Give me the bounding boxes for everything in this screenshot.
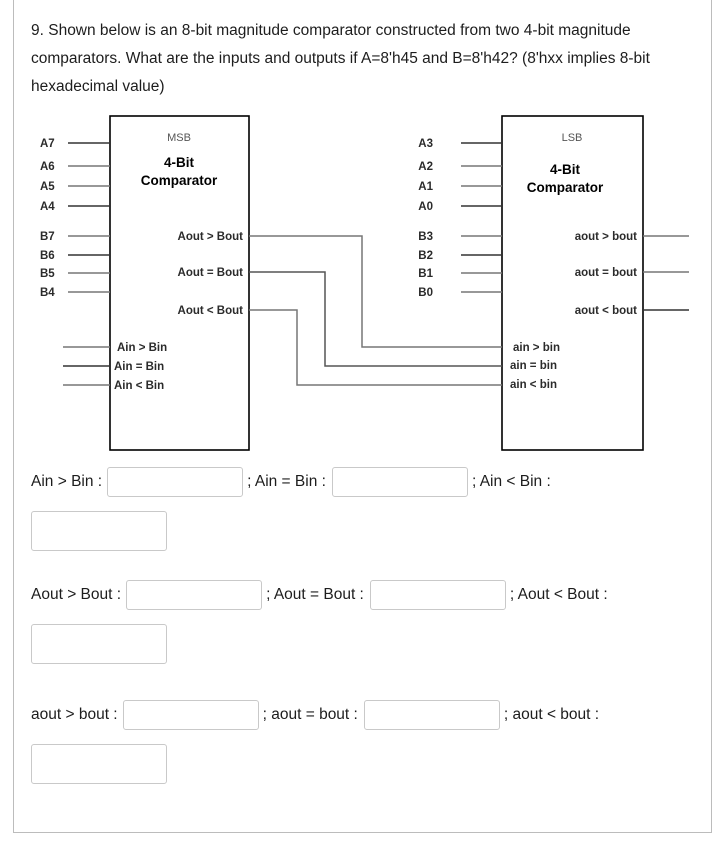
label-b3: B3 bbox=[418, 231, 433, 243]
wire-msb-lt-to-lsb-ain-lt-bin bbox=[249, 309, 502, 386]
label-a0: A0 bbox=[418, 201, 433, 213]
answer-label-aout-eq-bout: ; Aout = Bout : bbox=[266, 586, 364, 603]
label-b1: B1 bbox=[418, 268, 433, 280]
label-b0: B0 bbox=[418, 287, 433, 299]
label-a3: A3 bbox=[418, 138, 433, 150]
lsb-position-label: LSB bbox=[562, 132, 583, 144]
label-b2: B2 bbox=[418, 250, 433, 262]
lsb-title-line2: Comparator bbox=[527, 180, 604, 195]
answer-input-aout-gt-bout-lower[interactable] bbox=[122, 700, 259, 730]
answer-row-ain-bin: Ain > Bin : ; Ain = Bin : ; Ain < Bin : bbox=[31, 467, 691, 551]
label-ain-eq-bin-lsb: ain = bin bbox=[510, 360, 557, 372]
answer-label-aout-gt-bout: Aout > Bout : bbox=[31, 586, 122, 603]
label-ain-gt-bin-lsb: ain > bin bbox=[513, 342, 560, 354]
question-text: 9. Shown below is an 8-bit magnitude com… bbox=[31, 22, 650, 95]
label-aout-gt-bout: Aout > Bout bbox=[178, 231, 244, 243]
msb-title-line2: Comparator bbox=[141, 173, 218, 188]
label-b4: B4 bbox=[40, 287, 55, 299]
answer-input-ain-eq-bin[interactable] bbox=[331, 467, 468, 497]
msb-title-line1: 4-Bit bbox=[164, 155, 195, 170]
msb-position-label: MSB bbox=[167, 132, 191, 144]
label-aout-eq-bout: Aout = Bout bbox=[178, 267, 244, 279]
label-a2: A2 bbox=[418, 161, 433, 173]
answer-label-aout-gt-bout-lower: aout > bout : bbox=[31, 706, 118, 723]
label-b7: B7 bbox=[40, 231, 55, 243]
answer-input-aout-eq-bout[interactable] bbox=[369, 580, 506, 610]
answer-label-aout-lt-bout-lower: ; aout < bout : bbox=[503, 706, 600, 723]
label-aout-lt-bout: Aout < Bout bbox=[178, 305, 244, 317]
label-a5: A5 bbox=[40, 181, 55, 193]
wire-msb-eq-to-lsb-ain-eq-bin bbox=[249, 271, 502, 367]
answer-label-aout-lt-bout: ; Aout < Bout : bbox=[509, 586, 608, 603]
label-ain-lt-bin: Ain < Bin bbox=[114, 380, 164, 392]
answer-label-aout-eq-bout-lower: ; aout = bout : bbox=[262, 706, 358, 723]
answer-input-ain-gt-bin[interactable] bbox=[107, 467, 244, 497]
label-a7: A7 bbox=[40, 138, 55, 150]
label-aout-eq-bout-lsb: aout = bout bbox=[575, 267, 637, 279]
answer-row-aout-bout-lower: aout > bout : ; aout = bout : ; aout < b… bbox=[31, 700, 691, 784]
answer-input-ain-lt-bin[interactable] bbox=[31, 511, 167, 551]
label-ain-eq-bin: Ain = Bin bbox=[114, 361, 164, 373]
answer-label-ain-gt-bin: Ain > Bin : bbox=[31, 473, 103, 490]
answer-input-aout-eq-bout-lower[interactable] bbox=[363, 700, 500, 730]
answer-input-aout-gt-bout[interactable] bbox=[126, 580, 263, 610]
msb-comparator-block bbox=[109, 115, 250, 451]
label-b5: B5 bbox=[40, 268, 55, 280]
answer-input-aout-lt-bout-lower[interactable] bbox=[31, 744, 167, 784]
answer-row-aout-bout: Aout > Bout : ; Aout = Bout : ; Aout < B… bbox=[31, 580, 691, 664]
label-ain-lt-bin-lsb: ain < bin bbox=[510, 379, 557, 391]
label-b6: B6 bbox=[40, 250, 55, 262]
label-aout-lt-bout-lsb: aout < bout bbox=[575, 305, 637, 317]
answer-label-ain-lt-bin: ; Ain < Bin : bbox=[471, 473, 551, 490]
label-a1: A1 bbox=[418, 181, 433, 193]
label-a4: A4 bbox=[40, 201, 55, 213]
comparator-schematic: A7 A6 A5 A4 B7 B6 B5 B4 MSB 4-Bit Compar… bbox=[40, 115, 689, 451]
answer-label-ain-eq-bin: ; Ain = Bin : bbox=[247, 473, 326, 490]
label-ain-gt-bin: Ain > Bin bbox=[117, 342, 167, 354]
wire-msb-gt-to-lsb-ain-gt-bin bbox=[249, 235, 502, 348]
answer-input-aout-lt-bout[interactable] bbox=[31, 624, 167, 664]
lsb-title-line1: 4-Bit bbox=[550, 162, 581, 177]
label-a6: A6 bbox=[40, 161, 55, 173]
lsb-comparator-block bbox=[501, 115, 644, 451]
label-aout-gt-bout-lsb: aout > bout bbox=[575, 231, 637, 243]
